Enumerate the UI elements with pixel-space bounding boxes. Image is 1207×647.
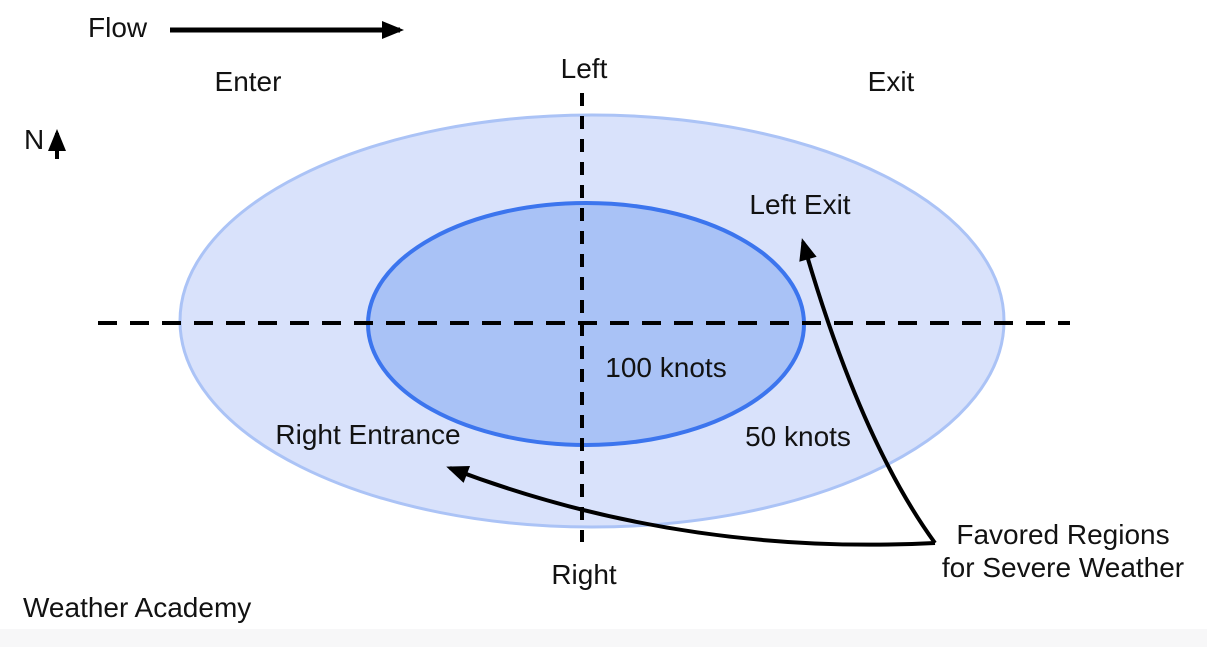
favored-regions-caption-line1: Favored Regions	[956, 519, 1170, 550]
favored-regions-caption-line2: for Severe Weather	[941, 552, 1185, 583]
right-side-label: Right	[551, 559, 617, 590]
left-exit-label: Left Exit	[749, 189, 851, 220]
exit-region-label: Exit	[867, 66, 915, 97]
outer-speed-label: 50 knots	[745, 421, 851, 452]
north-label: N	[24, 124, 45, 155]
flow-label: Flow	[88, 12, 148, 43]
left-exit-pointer-arrow	[799, 238, 937, 545]
left-side-label: Left	[560, 53, 608, 84]
enter-region-label: Enter	[214, 66, 282, 97]
right-entrance-label: Right Entrance	[275, 419, 461, 450]
favored-regions-caption: Favored Regions for Severe Weather	[942, 518, 1184, 584]
footer-strip	[0, 629, 1207, 647]
inner-speed-label: 100 knots	[605, 352, 727, 383]
right-entrance-pointer-arrow	[446, 466, 936, 547]
credit-label: Weather Academy	[23, 592, 252, 623]
